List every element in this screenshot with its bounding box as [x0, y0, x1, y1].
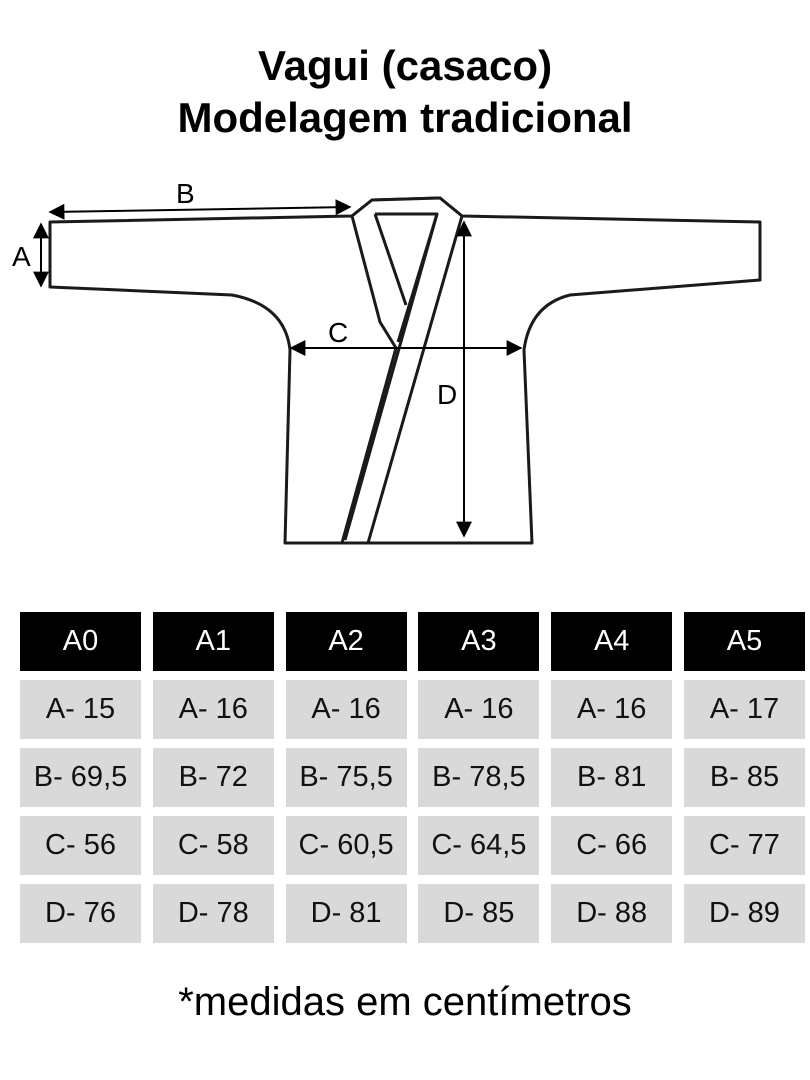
table-cell: B- 72: [152, 748, 274, 807]
table-cell: A- 16: [551, 680, 673, 739]
jacket-diagram: A B C D: [12, 178, 762, 545]
table-cell: C- 64,5: [418, 816, 540, 875]
size-header-a3: A3: [418, 612, 540, 671]
title-line-1: Vagui (casaco): [257, 42, 553, 89]
label-c: C: [328, 317, 348, 348]
table-cell: D- 88: [551, 884, 673, 943]
table-cell: C- 58: [152, 816, 274, 875]
table-cell: B- 85: [683, 748, 805, 807]
label-b: B: [176, 178, 195, 209]
table-cell: A- 16: [152, 680, 274, 739]
table-cell: B- 78,5: [418, 748, 540, 807]
size-table: A0 A1 A2 A3 A4 A5 A- 15 A- 16 A- 16 A- 1…: [20, 612, 805, 943]
table-cell: D- 81: [285, 884, 407, 943]
page-title: Vagui (casaco) Modelagem tradicional: [0, 40, 810, 144]
size-header-a2: A2: [285, 612, 407, 671]
table-cell: D- 89: [683, 884, 805, 943]
table-cell: B- 75,5: [285, 748, 407, 807]
label-a: A: [12, 241, 31, 272]
size-header-a1: A1: [152, 612, 274, 671]
table-cell: B- 69,5: [20, 748, 141, 807]
table-cell: B- 81: [551, 748, 673, 807]
table-cell: A- 16: [285, 680, 407, 739]
table-cell: C- 60,5: [285, 816, 407, 875]
size-header-a0: A0: [20, 612, 141, 671]
size-header-a5: A5: [683, 612, 805, 671]
collar-inner-left: [373, 213, 408, 306]
table-cell: C- 77: [683, 816, 805, 875]
table-cell: A- 16: [418, 680, 540, 739]
table-cell: D- 85: [418, 884, 540, 943]
table-cell: D- 78: [152, 884, 274, 943]
table-cell: A- 17: [683, 680, 805, 739]
lapel-inner-line: [343, 213, 439, 541]
measure-b-arrow: [48, 199, 352, 220]
table-cell: C- 66: [551, 816, 673, 875]
table-cell: A- 15: [20, 680, 141, 739]
table-cell: C- 56: [20, 816, 141, 875]
table-cell: D- 76: [20, 884, 141, 943]
label-d: D: [437, 379, 457, 410]
size-header-a4: A4: [551, 612, 673, 671]
collar-band: [340, 196, 464, 545]
title-line-2: Modelagem tradicional: [177, 94, 633, 141]
footnote: *medidas em centímetros: [178, 980, 632, 1024]
